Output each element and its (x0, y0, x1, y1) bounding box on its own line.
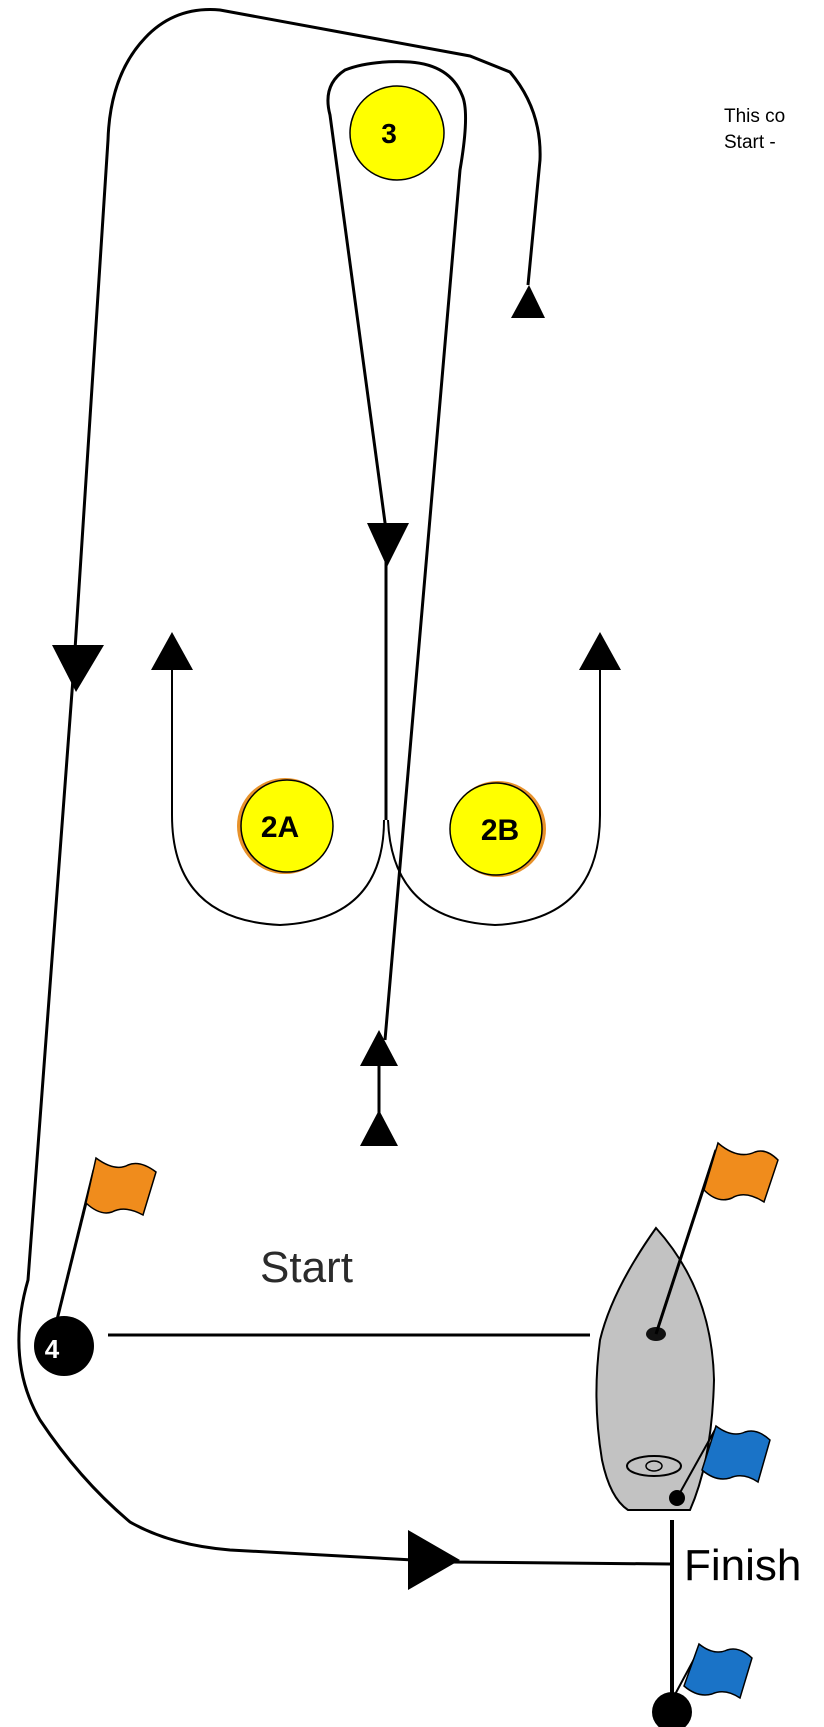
orange-flag-icon (654, 1141, 779, 1335)
orange-flag-icon (50, 1156, 157, 1341)
start-label: Start (260, 1243, 353, 1292)
direction-arrow-icon (511, 285, 545, 318)
mark-2b-label: 2B (481, 814, 519, 847)
mark-3: 3 (349, 85, 445, 181)
direction-arrow-icon (151, 632, 193, 670)
finish-pin-buoy (652, 1692, 692, 1727)
mark-2a: 2A (237, 778, 334, 874)
committee-boat-icon (595, 1226, 716, 1511)
blue-flag-icon (671, 1642, 753, 1701)
course-note-line-2: Start - (724, 132, 776, 153)
finish-label: Finish (684, 1541, 801, 1590)
gate-2b-turn-line (387, 650, 601, 927)
mark-3-label: 3 (381, 118, 397, 149)
direction-arrow-icon (367, 523, 409, 567)
blue-flag-icon (676, 1424, 771, 1499)
course-note-line-1: This co (724, 106, 786, 127)
gate-2a-turn-line (171, 650, 385, 927)
mark-4-label: 4 (45, 1334, 60, 1364)
direction-arrow-icon (360, 1110, 398, 1146)
direction-arrow-icon (579, 632, 621, 670)
direction-arrow-icon (360, 1030, 398, 1066)
mark-3-loop-line (326, 60, 468, 1041)
direction-arrow-icon (408, 1530, 460, 1590)
direction-arrow-icon (52, 645, 104, 692)
mark-2a-label: 2A (261, 811, 299, 844)
mark-4: 4 (34, 1316, 94, 1376)
outer-course-line (17, 8, 671, 1566)
mark-2b: 2B (449, 781, 546, 877)
